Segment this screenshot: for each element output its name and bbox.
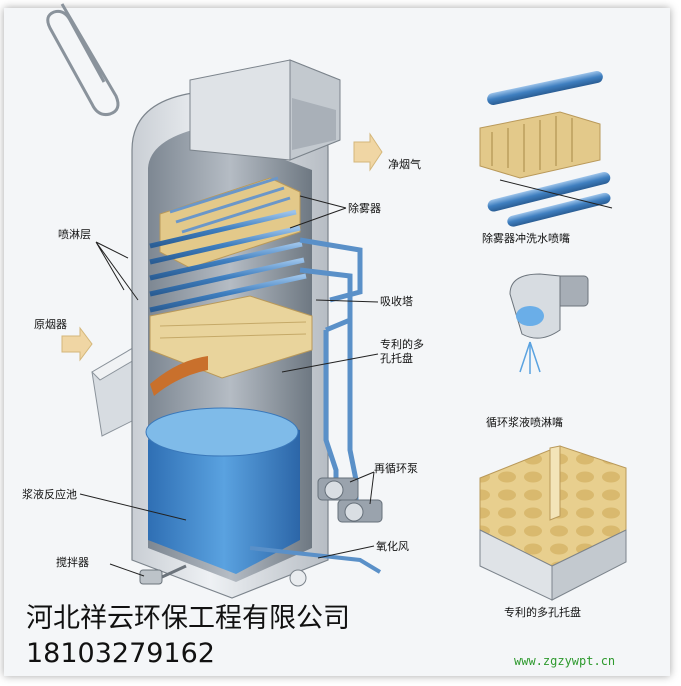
tray-detail (479, 445, 627, 601)
label-oxidation-air: 氧化风 (376, 540, 409, 553)
label-demister: 除雾器 (348, 202, 381, 215)
recirculation-pumps (317, 477, 383, 523)
manhole (289, 569, 307, 587)
label-slurry-nozzle: 循环浆液喷淋嘴 (486, 416, 563, 429)
website-watermark[interactable]: www.zgzywpt.cn (514, 654, 616, 668)
slurry-tank (145, 407, 300, 574)
label-tray-detail: 专利的多孔托盘 (504, 606, 581, 619)
label-tray-line2: 孔托盘 (380, 352, 413, 365)
outlet-arrow-icon (353, 132, 383, 172)
paperclip-icon (46, 3, 120, 116)
label-absorber: 吸收塔 (380, 295, 413, 308)
leader-lines (79, 195, 379, 577)
porous-tray (149, 295, 313, 379)
label-inlet-gas: 原烟器 (34, 318, 67, 331)
label-demister-nozzle: 除雾器冲洗水喷嘴 (482, 232, 570, 245)
label-recirc-pump: 再循环泵 (374, 462, 418, 475)
demister-nozzle-detail (479, 70, 613, 227)
label-clean-gas: 净烟气 (388, 158, 421, 171)
outlet-duct (189, 59, 383, 172)
spray-nozzle-detail (509, 273, 589, 374)
agitator (139, 564, 187, 585)
inlet-arrow-icon (61, 326, 93, 362)
label-spray-layer: 喷淋层 (58, 228, 91, 241)
label-agitator: 搅拌器 (56, 556, 89, 569)
label-reaction-tank: 浆液反应池 (22, 488, 77, 501)
spray-layers (149, 209, 307, 313)
label-tray-line1: 专利的多 (380, 338, 424, 351)
demister-pack (159, 176, 301, 269)
inlet-baffle (150, 356, 208, 396)
company-name: 河北祥云环保工程有限公司 (26, 603, 350, 634)
oxidation-air-pipe (249, 546, 382, 574)
phone-number: 18103279162 (26, 638, 215, 669)
